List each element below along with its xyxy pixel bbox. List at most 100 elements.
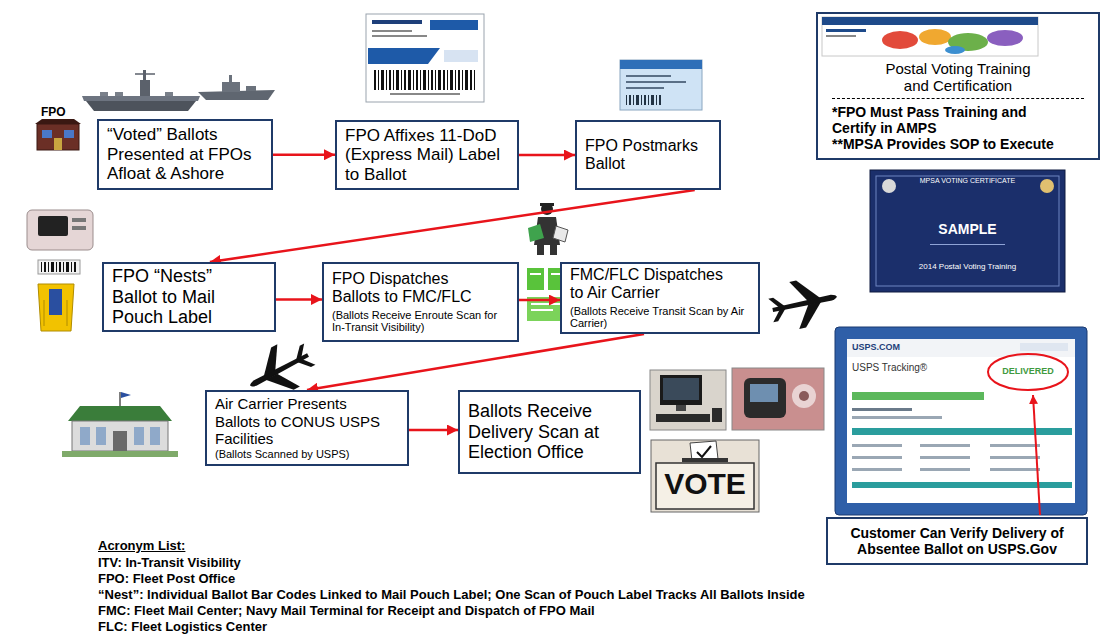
barcode-picture bbox=[38, 260, 80, 274]
process-box: FPO Affixes 11-DoD (Express Mail) Label … bbox=[335, 120, 519, 190]
postmark-picture bbox=[641, 95, 642, 105]
scan-tag-picture bbox=[530, 273, 541, 275]
tracking-monitor-picture bbox=[852, 408, 912, 411]
flow-arrow bbox=[519, 299, 560, 302]
mail-label-picture bbox=[416, 70, 418, 90]
facility-picture bbox=[96, 427, 106, 445]
barcode-picture bbox=[74, 262, 76, 272]
tracking-monitor-picture bbox=[835, 327, 1087, 515]
mail-label-picture bbox=[458, 70, 460, 90]
process-box: “Voted” Ballots Presented at FPOs Afloat… bbox=[97, 119, 273, 190]
training-screenshot bbox=[945, 46, 965, 54]
box-text: Air Carrier Presents Ballots to CONUS US… bbox=[215, 395, 387, 447]
mail-label-picture bbox=[465, 70, 468, 90]
scanner-photo bbox=[732, 368, 824, 430]
box-text: FPO Affixes 11-DoD (Express Mail) Label … bbox=[345, 126, 509, 185]
tracking-monitor-picture bbox=[852, 444, 902, 447]
ballot-box-text: VOTE bbox=[656, 467, 754, 502]
flow-arrow bbox=[519, 154, 575, 157]
mail-label-picture bbox=[378, 70, 379, 90]
mail-label-picture bbox=[450, 70, 453, 90]
scanner-picture bbox=[27, 210, 93, 250]
box-text: FPO Dispatches Ballots to FMC/FLC bbox=[332, 270, 487, 307]
mail-label-picture bbox=[366, 14, 484, 102]
post-office-icon bbox=[42, 130, 52, 138]
barcode-picture bbox=[41, 262, 76, 272]
scanner-picture bbox=[72, 226, 86, 230]
facility-picture bbox=[72, 421, 168, 451]
barcode-picture bbox=[51, 262, 54, 272]
facility-picture bbox=[62, 392, 178, 457]
barcode-picture bbox=[71, 262, 72, 272]
facility-picture bbox=[62, 451, 178, 457]
mail-label-picture bbox=[404, 70, 406, 90]
mail-label-picture bbox=[372, 35, 427, 37]
process-box: FPO Dispatches Ballots to FMC/FLC(Ballot… bbox=[322, 262, 519, 342]
computer-photo bbox=[663, 378, 699, 400]
tracking-monitor-picture bbox=[852, 468, 902, 471]
mail-clerk-icon bbox=[550, 245, 557, 255]
mail-label-picture bbox=[393, 70, 394, 90]
facility-picture bbox=[68, 406, 172, 421]
training-screenshot bbox=[822, 17, 1038, 56]
barcode-picture bbox=[41, 262, 42, 272]
mail-label-picture bbox=[474, 70, 475, 90]
tracking-monitor-picture bbox=[920, 468, 970, 471]
postmark-picture bbox=[620, 60, 702, 110]
tracking-monitor-picture bbox=[852, 428, 1072, 435]
process-box: FPO “Nests” Ballot to Mail Pouch Label bbox=[102, 262, 276, 332]
mail-label-picture bbox=[462, 70, 463, 90]
ship-picture bbox=[135, 73, 155, 75]
mail-label-picture bbox=[420, 70, 421, 90]
mail-clerk-icon bbox=[553, 226, 568, 242]
postmark-picture bbox=[626, 95, 627, 105]
tracking-monitor-picture bbox=[988, 354, 1068, 390]
post-office-icon bbox=[37, 124, 79, 150]
panel-heading: Postal Voting Training and Certification bbox=[832, 60, 1084, 99]
facility-picture bbox=[121, 392, 131, 398]
mail-label-picture bbox=[368, 48, 440, 64]
scan-tag-picture bbox=[531, 303, 561, 305]
ship-picture bbox=[82, 96, 200, 101]
postmark-picture bbox=[636, 95, 639, 105]
flow-arrow bbox=[307, 334, 644, 390]
postmark-picture bbox=[659, 95, 661, 105]
ship-picture bbox=[100, 92, 108, 96]
ship-picture bbox=[115, 92, 123, 96]
mail-label-picture bbox=[443, 70, 445, 90]
mail-label-picture bbox=[401, 70, 402, 90]
ballot-box-picture bbox=[656, 463, 754, 509]
mail-label-picture bbox=[374, 70, 376, 90]
mail-pouch-picture bbox=[67, 300, 68, 326]
certificate-text: SAMPLE bbox=[920, 221, 1015, 237]
icon-label: FPO bbox=[41, 106, 66, 120]
certificate-picture bbox=[870, 170, 1065, 292]
computer-photo bbox=[712, 408, 722, 422]
barcode-picture bbox=[63, 262, 64, 272]
computer-photo bbox=[650, 370, 726, 430]
mail-label-picture bbox=[444, 50, 478, 62]
tracking-monitor-picture bbox=[990, 468, 1040, 471]
airplane-icon bbox=[253, 344, 287, 376]
process-box: Air Carrier Presents Ballots to CONUS US… bbox=[205, 390, 409, 466]
computer-photo bbox=[650, 370, 726, 430]
airplane-icon bbox=[789, 276, 820, 303]
training-panel: Postal Voting Training and Certification… bbox=[816, 12, 1100, 160]
callout-text: Customer Can Verify Delivery of Absentee… bbox=[836, 525, 1078, 557]
mail-label-picture bbox=[413, 70, 414, 90]
post-office-icon bbox=[64, 130, 74, 138]
ship-picture bbox=[143, 70, 146, 80]
mail-pouch-picture bbox=[38, 284, 74, 331]
postmark-picture bbox=[626, 75, 671, 77]
tracking-monitor-picture bbox=[990, 456, 1040, 459]
mail-pouch-picture bbox=[49, 289, 62, 315]
facility-picture bbox=[134, 427, 144, 445]
barcode-picture bbox=[59, 262, 61, 272]
ship-picture bbox=[165, 92, 173, 96]
ship-picture bbox=[246, 86, 256, 91]
note-text: (Ballots Scanned by USPS) bbox=[215, 448, 399, 461]
computer-photo bbox=[656, 414, 710, 422]
tracking-monitor-picture bbox=[852, 456, 902, 459]
screen-text: USPS.COM bbox=[852, 342, 900, 352]
post-office-icon bbox=[35, 119, 81, 150]
